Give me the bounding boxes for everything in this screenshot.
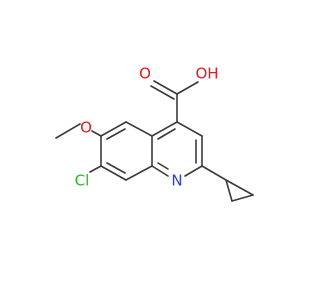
- atom-o-methoxy: O: [80, 119, 92, 137]
- bond-cp-c: [225, 179, 254, 196]
- bond-o-ch3: [55, 123, 81, 139]
- bond-c2-n: [184, 165, 203, 177]
- atom-o-hydroxyl: OH: [195, 65, 218, 83]
- atom-o-carbonyl: O: [139, 65, 151, 83]
- bond-c4a-c4-inner: [157, 128, 176, 140]
- atom-cl: Cl: [75, 172, 90, 190]
- atom-n: N: [171, 172, 182, 190]
- chloro-substituent: [89, 165, 102, 173]
- bond-c7-cl: [89, 165, 102, 173]
- bond-c7-c8-inner: [106, 162, 126, 174]
- bond-c-o-double-a: [153, 80, 178, 95]
- bond-n-c8a: [151, 165, 169, 177]
- bond-n-c8a-inner: [157, 162, 169, 170]
- methoxy-group: [55, 123, 102, 139]
- carboxylic-acid-group: [150, 80, 199, 123]
- molecule-diagram: O OH O Cl N: [55, 65, 254, 202]
- bond-c6-o: [91, 130, 102, 137]
- bond-c5-c6: [100, 121, 127, 137]
- pyridine-ring: [151, 121, 203, 177]
- bond-c8-c8a: [125, 165, 153, 181]
- bond-c4a-c5: [125, 121, 153, 137]
- benzene-ring: [100, 121, 153, 181]
- bond-c5-c6-inner: [106, 128, 126, 140]
- cyclopropyl-group: [201, 165, 254, 202]
- bond-c7-c8: [100, 165, 127, 181]
- molecule-structure: O OH O Cl N: [55, 65, 254, 202]
- bond-c4-c3: [176, 121, 203, 137]
- bond-c4a-c4: [151, 121, 178, 137]
- bond-c-oh: [176, 81, 199, 95]
- bond-c2-cyclopropyl: [201, 165, 227, 181]
- bond-c-o-double-b: [150, 85, 175, 100]
- bond-cp-b: [231, 194, 254, 202]
- bond-cp-a: [225, 179, 233, 202]
